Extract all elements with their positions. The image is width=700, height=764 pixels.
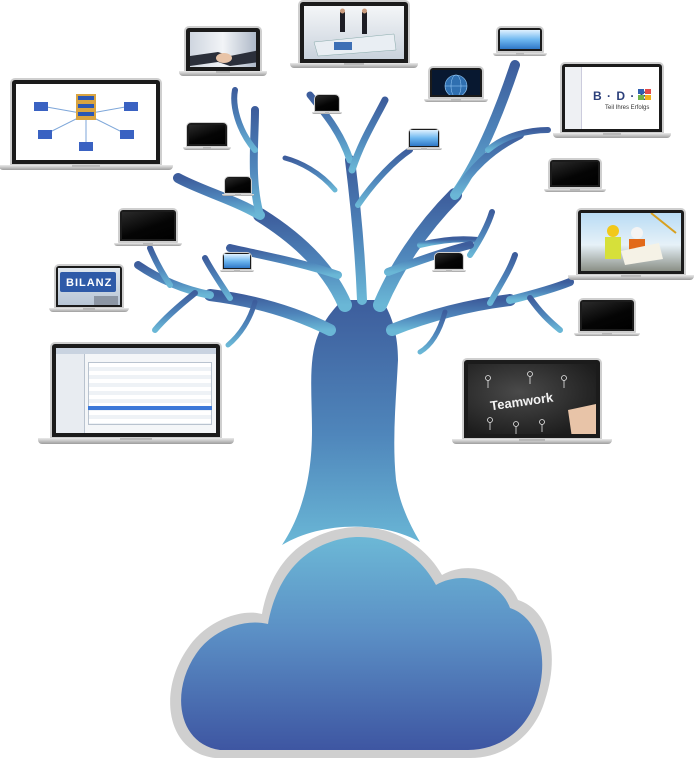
bds-sidebar	[565, 67, 582, 129]
software-sidebar	[56, 354, 85, 433]
server-network-image	[34, 94, 138, 151]
laptop-software-table	[37, 342, 235, 444]
laptop-bds-website: B · D · S Teil Ihres Erfolgs	[552, 62, 672, 138]
software-selected-row	[88, 406, 212, 410]
laptop-construction-workers	[568, 208, 694, 280]
calculator-image	[94, 296, 118, 305]
meeting-image	[313, 8, 397, 57]
tree-shape	[134, 60, 574, 545]
laptop-bilanz-folder: BILANZ	[49, 264, 129, 312]
laptop-small-blue-screen	[405, 128, 443, 150]
laptop-small-blue-screen	[219, 252, 255, 272]
laptop-dark-screen	[544, 158, 606, 192]
globe-image	[444, 74, 468, 95]
bds-logo-text: B · D · S	[593, 89, 649, 103]
bilanz-label: BILANZ	[66, 277, 113, 289]
laptop-dark-screen	[431, 252, 467, 272]
stick-figures-image	[485, 371, 596, 434]
laptop-network-servers	[0, 78, 173, 170]
cloud-shape	[170, 527, 552, 758]
laptop-teamwork-chalkboard: Teamwork	[452, 358, 612, 444]
laptop-business-meeting	[290, 0, 418, 68]
laptop-small-blue-screen	[492, 26, 548, 56]
laptop-handshake	[178, 26, 268, 76]
laptop-globe-network	[424, 66, 488, 102]
bds-tagline: Teil Ihres Erfolgs	[605, 105, 650, 111]
handshake-image	[190, 50, 256, 66]
laptop-dark-screen	[183, 122, 231, 150]
laptop-dark-screen	[222, 176, 254, 196]
software-titlebar	[56, 348, 216, 354]
puzzle-icon	[638, 89, 651, 100]
construction-image	[605, 213, 677, 265]
laptop-dark-screen	[573, 298, 641, 336]
laptop-dark-screen	[312, 94, 342, 114]
laptop-dark-screen	[113, 208, 183, 246]
bilanz-folder-image	[60, 272, 116, 292]
software-table-grid	[88, 362, 212, 425]
